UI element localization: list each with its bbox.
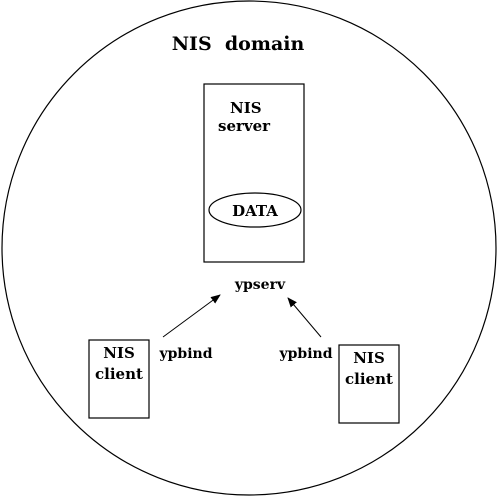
- data-store-ellipse: [208, 192, 302, 228]
- data-store-label: DATA: [232, 202, 278, 220]
- ypserv-label: ypserv: [234, 277, 286, 293]
- client-box-right: [338, 344, 400, 424]
- client-left-label-line1: NIS: [103, 344, 135, 362]
- client-right-label-line1: NIS: [353, 349, 385, 367]
- server-label-line2: server: [218, 117, 271, 135]
- client-box-left: [88, 339, 150, 419]
- ypbind-label-left: ypbind: [159, 346, 213, 362]
- server-box: [203, 83, 305, 263]
- arrow-right-client-to-server: [287, 297, 322, 338]
- client-right-label-line2: client: [345, 370, 393, 388]
- nis-client-right: NIS client: [338, 344, 400, 424]
- arrow-left-client-to-server: [162, 294, 221, 338]
- nis-server: NIS server DATA: [203, 83, 305, 263]
- server-label-line1: NIS: [230, 99, 262, 117]
- client-left-label-line2: client: [95, 365, 143, 383]
- nis-client-left: NIS client: [88, 339, 150, 419]
- domain-title: NIS domain: [172, 33, 305, 55]
- ypbind-label-right: ypbind: [279, 346, 333, 362]
